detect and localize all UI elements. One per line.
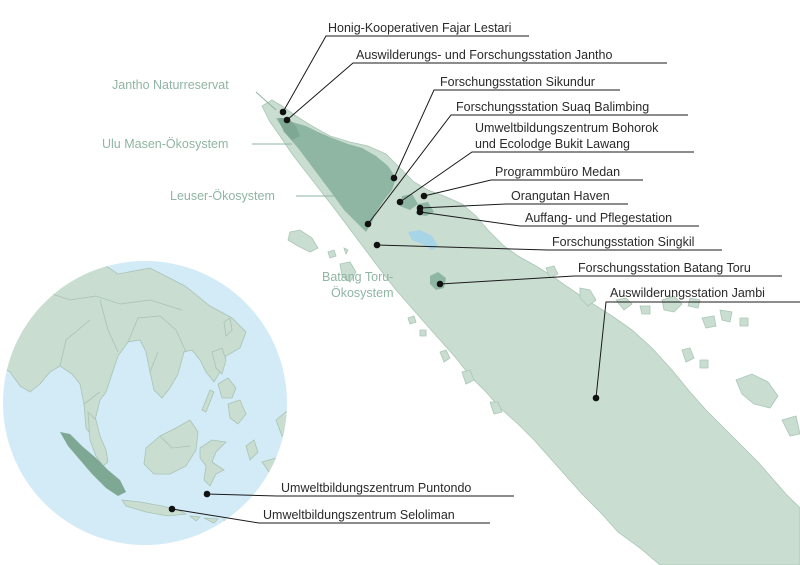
region-label-batang-toru-1: Batang Toru- [322,270,393,284]
site-label-haven: Orangutan Haven [511,189,610,203]
island-riau-3 [615,297,651,315]
lake-toba [408,230,438,250]
leader-auswilderung-jantho [286,62,667,121]
site-leaders [171,35,800,524]
sumatra-map [261,99,800,565]
forest-patch-1 [400,194,418,210]
region-label-ulu-masen: Ulu Masen-Ökosystem [102,137,228,151]
island-riau-2 [579,287,597,307]
site-label-medan: Programmbüro Medan [495,165,620,179]
site-labels: Honig-Kooperativen Fajar Lestari Auswild… [263,21,765,522]
globe-java [121,499,188,517]
globe-mainland [3,261,247,437]
site-label-singkil: Forschungsstation Singkil [552,235,694,249]
marker-auswilderung-jantho[interactable] [283,116,291,124]
marker-batang-toru[interactable] [436,280,444,288]
marker-sikundur[interactable] [390,174,398,182]
site-label-jambi: Auswilderungsstation Jambi [610,286,765,300]
region-leader-jantho [255,91,277,111]
leader-puntondo [206,493,514,497]
marker-jambi[interactable] [592,394,600,402]
leader-sikundur [393,89,620,179]
region-label-batang-toru-2: Ökosystem [331,286,394,300]
region-label-jantho: Jantho Naturreservat [112,78,229,92]
island-nias [339,261,357,283]
site-markers [168,108,600,513]
region-labels: Jantho Naturreservat Ulu Masen-Ökosystem… [102,78,394,300]
leader-suaq [367,114,688,225]
ulu-masen-area [278,118,300,140]
leader-bohorok [399,151,694,203]
island-batu [407,315,427,337]
island-riau-4 [661,295,701,313]
leader-auffang [419,211,699,227]
leader-singkil [376,244,722,251]
sumatra-island [261,99,800,565]
site-label-sikundur: Forschungsstation Sikundur [440,75,595,89]
island-simeulue [287,229,319,253]
island-riau-5 [701,309,749,329]
site-label-batang-toru: Forschungsstation Batang Toru [578,261,751,275]
marker-medan[interactable] [420,192,428,200]
globe-philippines [201,347,247,425]
globe-inset [3,261,287,545]
globe-borders [39,289,191,449]
marker-singkil[interactable] [373,241,381,249]
globe-malay-peninsula [87,410,109,467]
island-mentawai [439,349,503,415]
globe-taiwan [223,317,233,337]
site-label-bohorok-1: Umweltbildungszentrum Bohorok [475,121,659,135]
leuser-ecosystem-area [276,118,396,232]
island-banyak [327,247,349,259]
marker-suaq[interactable] [364,220,372,228]
leader-honig [282,35,529,113]
leader-haven [419,203,628,209]
leader-seloliman [171,508,490,524]
globe-sulawesi [199,439,227,487]
marker-seloliman[interactable] [168,505,176,513]
leader-medan [423,179,643,197]
marker-honig[interactable] [279,108,287,116]
site-label-auffang: Auffang- und Pflegestation [525,211,672,225]
site-label-suaq: Forschungsstation Suaq Balimbing [456,100,649,114]
site-label-bohorok-2: und Ecolodge Bukit Lawang [475,137,630,151]
site-label-honig: Honig-Kooperativen Fajar Lestari [328,21,511,35]
island-bangka [735,373,779,409]
region-label-leuser: Leuser-Ökosystem [170,189,275,203]
leader-jambi [595,301,800,399]
marker-puntondo[interactable] [203,490,211,498]
marker-bohorok[interactable] [396,198,404,206]
island-riau-1 [545,265,559,279]
globe-sumatra [60,432,126,496]
site-label-puntondo: Umweltbildungszentrum Puntondo [281,481,471,495]
marker-auffang[interactable] [416,208,424,216]
island-belitung [781,415,800,437]
island-lingga [681,347,709,369]
leader-batang-toru [439,275,782,285]
site-label-seloliman: Umweltbildungszentrum Seloliman [263,508,455,522]
site-label-auswilderung-jantho: Auswilderungs- und Forschungsstation Jan… [356,48,612,62]
